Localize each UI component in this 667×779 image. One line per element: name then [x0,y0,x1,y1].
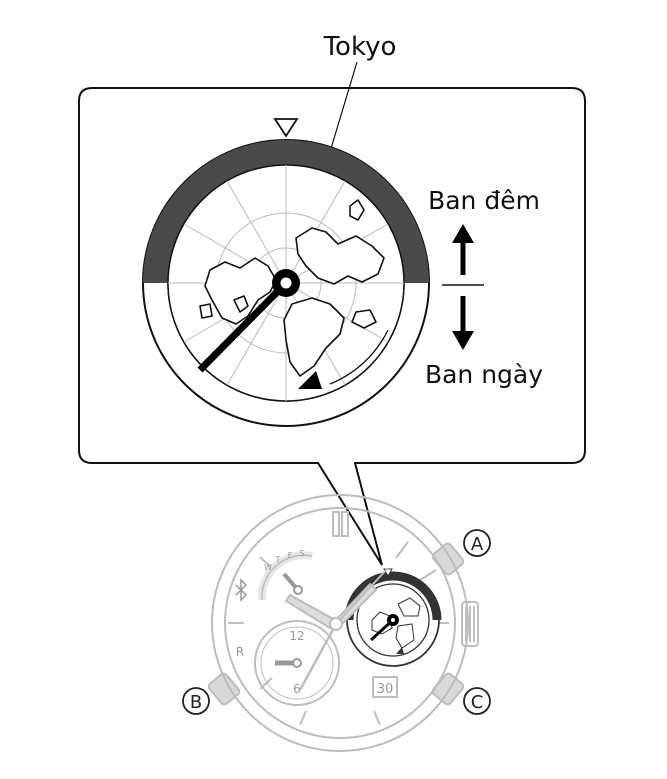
up-arrow-icon [452,224,474,275]
current-position-marker-icon [298,371,322,389]
world-time-dial [142,139,430,427]
subdial-left [254,620,340,706]
world-time-hand [197,280,289,373]
weekday-s-label: S [299,549,304,558]
date-window [372,676,398,698]
watch-bezel [224,507,456,739]
noon-marker-icon [273,118,299,138]
r-mark-label: R [236,645,244,659]
button-b-label: B [182,687,210,715]
button-b-knob [207,672,241,706]
button-a-label: A [463,529,491,557]
svg-text:C: C [471,692,484,713]
day-label: Ban ngày [425,360,543,389]
weekday-t-label: T [275,555,281,564]
weekday-w-label: W [264,563,272,572]
bluetooth-icon [235,578,248,602]
button-c-label: C [463,687,491,715]
watch-case [211,494,469,752]
marker-12 [332,511,340,537]
subdial-6-label: 6 [293,682,301,696]
watch-illustration [207,494,479,752]
night-band [143,140,429,283]
down-arrow-icon [452,296,474,350]
subdial-12-label: 12 [289,629,304,643]
button-c-knob [431,672,465,706]
tokyo-label: Tokyo [323,32,397,62]
svg-text:B: B [190,692,202,713]
svg-text:A: A [471,534,484,555]
landmass-outlines [199,199,385,377]
night-label: Ban đêm [428,186,540,215]
weekday-f-label: F [288,551,293,560]
date-value: 30 [377,682,394,697]
